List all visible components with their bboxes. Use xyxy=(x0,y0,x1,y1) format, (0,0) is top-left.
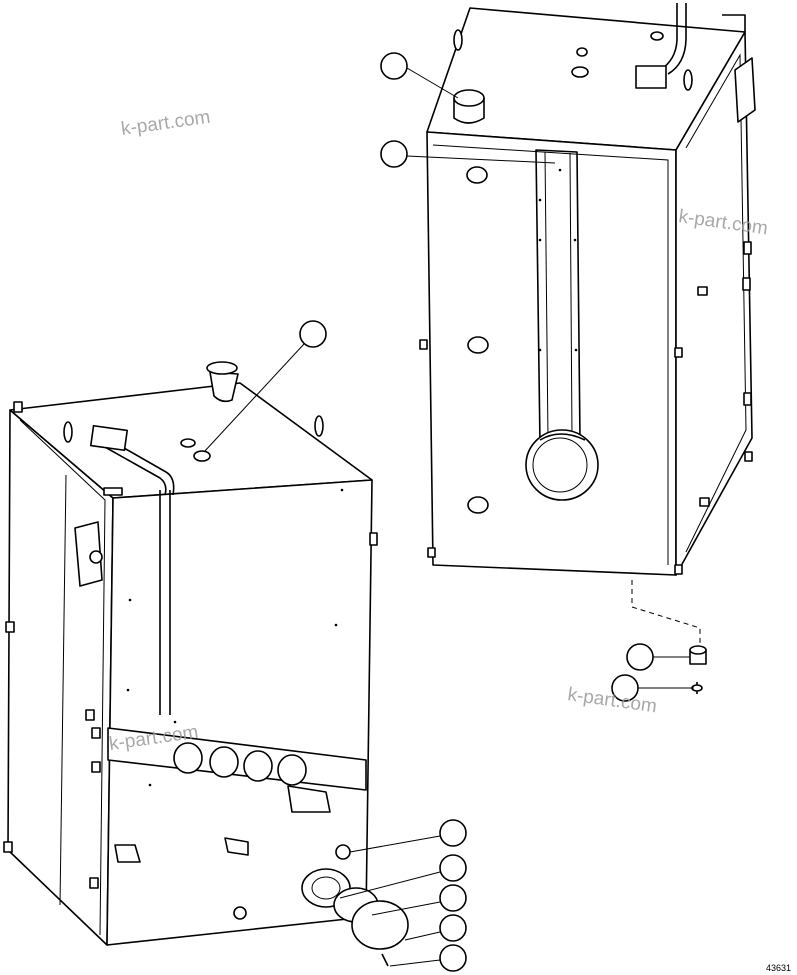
callout-1[interactable] xyxy=(380,52,408,80)
tank-left-filler-neck xyxy=(206,361,239,403)
channel-rivets xyxy=(538,168,578,352)
tank-left-side-bracket xyxy=(74,521,103,587)
tank-right-side-tabs xyxy=(419,241,753,575)
tank-upper-right xyxy=(419,3,756,645)
alignment-dashed-line xyxy=(631,580,701,645)
tank-left-valve-block xyxy=(89,424,129,452)
cover-plate-parts xyxy=(301,844,409,967)
callout-4[interactable] xyxy=(626,643,654,671)
loose-parts-group xyxy=(689,645,707,694)
tank-left-top-fittings xyxy=(180,438,211,462)
tank-right-top-fittings xyxy=(571,31,664,78)
callout-2[interactable] xyxy=(380,140,408,168)
tank-right-side-bracket xyxy=(734,57,756,123)
figure-number: 43631 xyxy=(766,963,791,973)
callout-7[interactable] xyxy=(439,854,467,882)
callout-6[interactable] xyxy=(439,819,467,847)
plug xyxy=(335,844,351,860)
tank-left-rivets xyxy=(126,488,344,787)
band-ports xyxy=(173,742,307,786)
tank-lower-left xyxy=(3,361,378,946)
callout-bubbles xyxy=(203,52,694,972)
callout-10[interactable] xyxy=(439,944,467,972)
tank-right-front-face xyxy=(426,131,677,576)
tank-right-mount-bosses xyxy=(466,166,489,514)
tank-left-foot-bracket xyxy=(287,785,331,813)
callout-9[interactable] xyxy=(439,914,467,942)
tank-right-filler-cap xyxy=(453,89,485,124)
callout-3[interactable] xyxy=(299,320,327,348)
cover-plate xyxy=(351,900,409,950)
cover-screw xyxy=(381,953,389,967)
tank-left-tube xyxy=(159,490,171,715)
tank-left-tabs xyxy=(3,401,378,889)
tank-right-valve-block xyxy=(635,65,667,89)
tank-right-side-face xyxy=(675,31,753,576)
watermark: k-part.com xyxy=(120,107,212,140)
callout-8[interactable] xyxy=(439,884,467,912)
tank-right-round-port xyxy=(525,429,599,501)
